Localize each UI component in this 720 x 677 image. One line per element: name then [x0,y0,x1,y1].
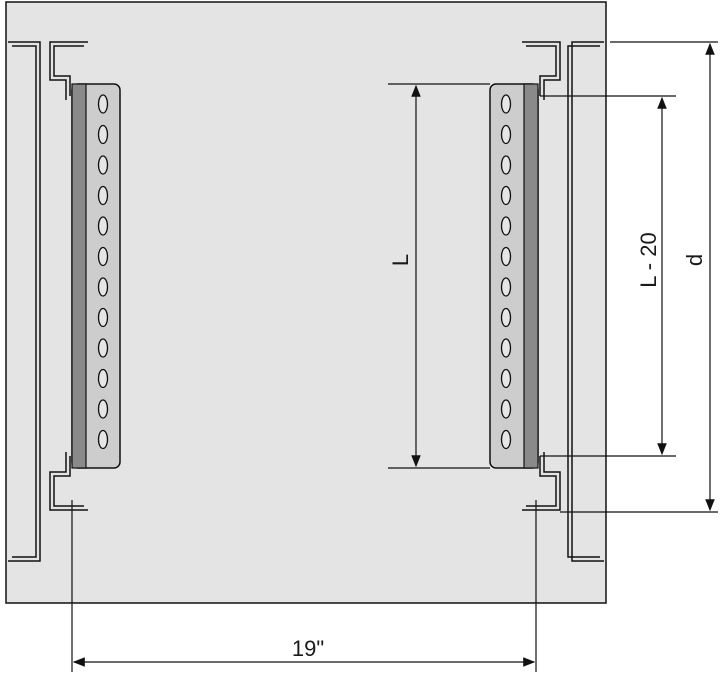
rail-hole [500,429,512,450]
dimension-l-minus-20-label: L - 20 [636,232,661,287]
rail-hole [97,368,109,389]
rail-hole [500,277,512,297]
right-frame-profile [522,41,604,562]
right-rail-holes [500,94,512,450]
left-rail-holes [97,94,109,450]
rail-hole [97,94,109,114]
rail-hole [97,185,109,206]
rail-hole [97,338,109,358]
left-mounting-rail [71,83,121,469]
rail-hole [500,94,512,114]
rail-hole [500,307,512,328]
rail-hole [97,124,109,145]
rail-hole [500,216,512,236]
left-frame-profile [8,41,88,562]
dimension-19-inch-label: 19" [292,636,324,661]
rail-hole [500,368,512,389]
rail-hole [500,155,512,175]
rail-hole [500,124,512,145]
rail-hole [500,338,512,358]
rail-hole [97,277,109,297]
dimension-d [560,41,718,513]
rail-hole [97,429,109,450]
dimension-l-label: L [388,254,413,266]
rail-hole [97,246,109,267]
rail-hole [97,399,109,419]
rail-hole [500,246,512,267]
rail-hole [500,185,512,206]
rail-hole [97,216,109,236]
dimension-d-label: d [682,254,707,266]
rail-hole [500,399,512,419]
rail-hole [97,155,109,175]
dimension-l-minus-20 [540,95,676,457]
dimension-l [388,83,490,469]
dimension-19-inch [71,500,537,672]
rail-hole [97,307,109,328]
right-mounting-rail [489,83,539,469]
